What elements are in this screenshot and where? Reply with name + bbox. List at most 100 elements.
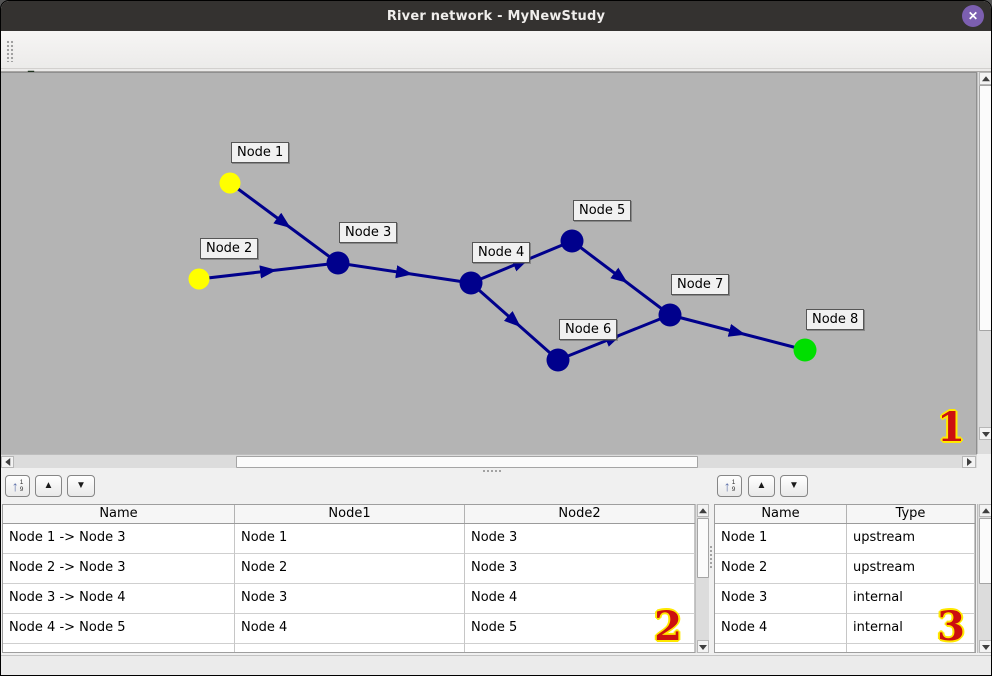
- node-label: Node 7: [671, 274, 730, 295]
- arrow-up-icon: [981, 75, 990, 81]
- toolbar-grip-handle[interactable]: [6, 40, 15, 62]
- table-cell: upstream: [847, 554, 975, 584]
- table-cell: Node 2 -> Node 3: [3, 554, 235, 584]
- arrow-left-icon: [4, 458, 10, 466]
- reach-edge[interactable]: [470, 281, 559, 362]
- table-cell: Node 4: [465, 584, 695, 614]
- column-header[interactable]: Name: [3, 505, 235, 523]
- table-cell: Node 4: [235, 614, 465, 644]
- canvas-vertical-scrollbar[interactable]: [977, 72, 991, 454]
- scroll-thumb[interactable]: [979, 85, 991, 331]
- network-node[interactable]: [326, 251, 350, 275]
- network-node[interactable]: [793, 338, 817, 362]
- table-row[interactable]: [3, 644, 695, 652]
- scroll-down-button[interactable]: [697, 640, 709, 653]
- table-cell: [465, 644, 695, 652]
- network-node[interactable]: [188, 268, 210, 290]
- node-label: Node 2: [200, 238, 259, 259]
- column-header[interactable]: Node2: [465, 505, 695, 523]
- vertical-splitter-handle[interactable]: [709, 545, 713, 569]
- scroll-up-button[interactable]: [979, 72, 991, 85]
- node-label: Node 6: [559, 319, 618, 340]
- nodes-table-scrollbar[interactable]: [977, 504, 991, 653]
- arrow-right-icon: [967, 458, 972, 466]
- up-triangle-icon: ▲: [43, 480, 54, 491]
- column-header[interactable]: Type: [847, 505, 975, 523]
- reaches-table-scrollbar[interactable]: [695, 504, 709, 653]
- down-triangle-icon: ▼: [789, 480, 799, 491]
- move-reach-down-button[interactable]: ▼: [67, 475, 95, 497]
- table-cell: Node 3: [235, 584, 465, 614]
- reach-edge[interactable]: [669, 313, 806, 352]
- column-header[interactable]: Name: [715, 505, 847, 523]
- scroll-thumb[interactable]: [979, 518, 991, 584]
- node-label: Node 4: [472, 242, 531, 263]
- horizontal-splitter-handle[interactable]: [482, 469, 502, 473]
- network-node[interactable]: [219, 172, 241, 194]
- status-bar: [1, 655, 991, 675]
- node-label: Node 8: [806, 309, 865, 330]
- scroll-left-button[interactable]: [1, 456, 14, 468]
- table-cell: Node 5: [465, 614, 695, 644]
- table-cell: internal: [847, 584, 975, 614]
- arrow-up-icon: [981, 507, 990, 513]
- table-cell: [847, 644, 975, 652]
- table-cell: Node 1: [235, 524, 465, 554]
- network-node[interactable]: [546, 348, 570, 372]
- scroll-up-button[interactable]: [979, 504, 991, 517]
- move-reach-up-button[interactable]: ▲: [35, 475, 62, 497]
- reach-edge[interactable]: [337, 261, 472, 285]
- table-cell: [715, 644, 847, 652]
- arrow-down-icon: [981, 644, 990, 650]
- scroll-thumb[interactable]: [697, 518, 709, 578]
- table-cell: Node 1: [715, 524, 847, 554]
- arrow-down-icon: [699, 644, 707, 650]
- network-node[interactable]: [658, 303, 682, 327]
- reach-edge[interactable]: [571, 239, 671, 317]
- close-button[interactable]: ✕: [962, 5, 984, 27]
- scroll-thumb[interactable]: [236, 456, 698, 468]
- table-cell: Node 3: [465, 524, 695, 554]
- up-triangle-icon: ▲: [756, 480, 767, 491]
- scroll-down-button[interactable]: [979, 640, 991, 653]
- scroll-up-button[interactable]: [697, 504, 709, 517]
- scroll-down-button[interactable]: [979, 427, 991, 440]
- table-cell: Node 1 -> Node 3: [3, 524, 235, 554]
- column-header[interactable]: Node1: [235, 505, 465, 523]
- scroll-right-button[interactable]: [962, 456, 976, 468]
- network-node[interactable]: [560, 229, 584, 253]
- canvas-horizontal-scrollbar[interactable]: [1, 454, 977, 468]
- reach-edge[interactable]: [229, 181, 339, 265]
- table-cell: Node 4: [715, 614, 847, 644]
- table-cell: upstream: [847, 524, 975, 554]
- network-svg: [188, 172, 817, 372]
- table-cell: Node 2: [235, 554, 465, 584]
- table-row[interactable]: [715, 644, 975, 652]
- table-cell: Node 3 -> Node 4: [3, 584, 235, 614]
- node-label: Node 5: [573, 200, 632, 221]
- reach-edge[interactable]: [198, 261, 339, 281]
- titlebar[interactable]: River network - MyNewStudy ✕: [1, 1, 991, 31]
- node-label: Node 3: [339, 222, 398, 243]
- move-node-down-button[interactable]: ▼: [780, 475, 808, 497]
- move-node-up-button[interactable]: ▲: [748, 475, 775, 497]
- arrow-down-icon: [981, 431, 990, 437]
- network-node[interactable]: [459, 271, 483, 295]
- table-cell: Node 2: [715, 554, 847, 584]
